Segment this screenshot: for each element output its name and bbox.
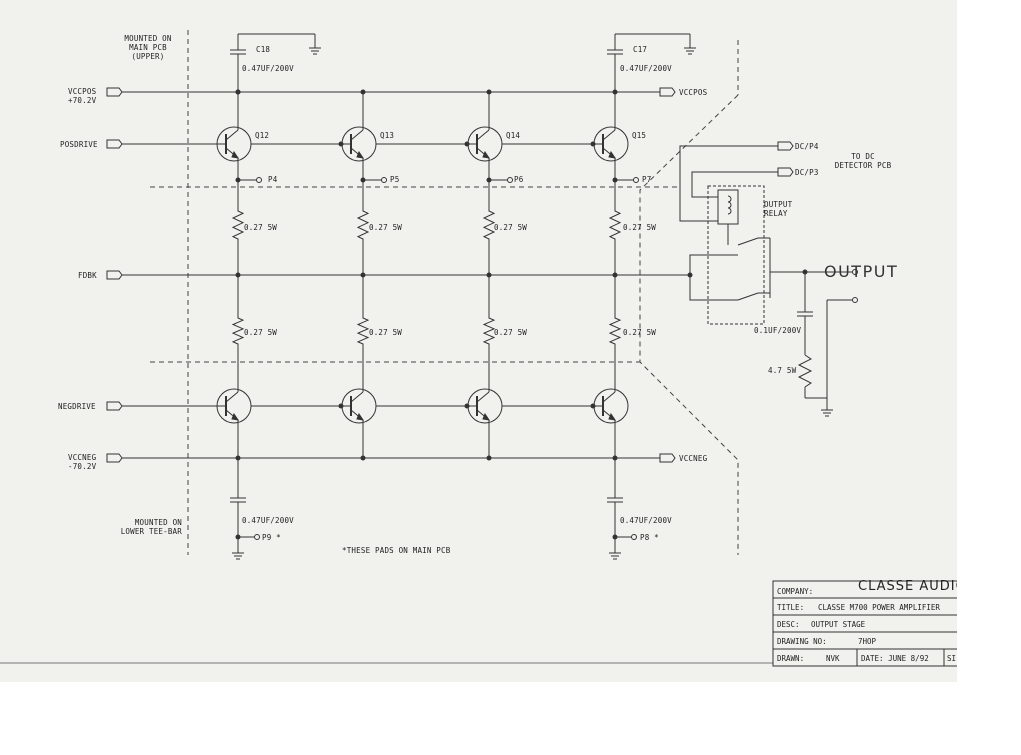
negdrive-label: NEGDRIVE	[58, 402, 96, 411]
dc-p4-label: DC/P4	[795, 142, 819, 151]
lower-resistor-3: 0.27 5W	[494, 328, 528, 337]
upper-resistor-1: 0.27 5W	[244, 223, 278, 232]
tb-drawing-label: DRAWING NO:	[777, 637, 827, 646]
lower-resistor-4: 0.27 5W	[623, 328, 657, 337]
port-vccpos-in	[106, 87, 238, 97]
port-negdrive	[106, 401, 216, 411]
port-vccneg-in	[106, 453, 238, 463]
lower-resistor-symbol-1	[231, 312, 245, 350]
c18-label: C18	[256, 45, 271, 54]
tb-title-label: TITLE:	[777, 603, 805, 612]
zobel-cap-value: 0.1UF/200V	[754, 326, 802, 335]
tb-company: CLASSE AUDIO	[858, 579, 957, 594]
tb-drawing: 7HOP	[858, 637, 877, 646]
upper-transistor-1	[216, 122, 252, 166]
lower-transistor-3	[467, 384, 503, 428]
output-relay	[689, 185, 805, 325]
fdbk-label: FDBK	[78, 271, 97, 280]
output-label: OUTPUT	[824, 262, 899, 281]
bottom-left-capacitor	[230, 458, 260, 560]
c17-capacitor	[607, 33, 696, 94]
tb-sheet: SI	[947, 654, 957, 663]
c17-label: C17	[633, 45, 648, 54]
dc-ports	[679, 141, 794, 222]
lower-transistor-2	[341, 384, 377, 428]
tb-title: CLASSE M700 POWER AMPLIFIER	[818, 603, 940, 612]
pad-p8: P8 *	[640, 533, 659, 542]
vccpos-in-label: VCCPOS+70.2V	[68, 87, 97, 105]
bottom-right-capacitor	[607, 458, 637, 560]
vccneg-out-label: VCCNEG	[679, 454, 708, 463]
title-block-frame	[772, 580, 957, 667]
c17-value: 0.47UF/200V	[620, 64, 672, 73]
upper-transistor-4	[593, 122, 629, 166]
pad-p4: P4	[268, 175, 278, 184]
posdrive-label: POSDRIVE	[60, 140, 98, 149]
pad-p5: P5	[390, 175, 400, 184]
zobel-res-value: 4.7 5W	[768, 366, 797, 375]
lower-transistor-1	[216, 384, 252, 428]
lower-resistor-symbol-2	[356, 312, 370, 350]
upper-resistor-4: 0.27 5W	[623, 223, 657, 232]
lower-resistor-1: 0.27 5W	[244, 328, 278, 337]
c18-value: 0.47UF/200V	[242, 64, 294, 73]
tb-desc-label: DESC:	[777, 620, 800, 629]
c18-capacitor	[230, 33, 321, 94]
upper-resistor-2: 0.27 5W	[369, 223, 403, 232]
upper-resistor-symbol-1	[231, 205, 245, 245]
q13-label: Q13	[380, 131, 395, 140]
q12-label: Q12	[255, 131, 270, 140]
pad-p9: P9 *	[262, 533, 281, 542]
lower-transistor-4	[593, 384, 629, 428]
upper-transistor-2	[341, 122, 377, 166]
cap-bottom-right-value: 0.47UF/200V	[620, 516, 672, 525]
tb-company-label: COMPANY:	[777, 587, 814, 596]
upper-resistor-symbol-3	[482, 205, 496, 245]
pad-p7: P7	[642, 175, 652, 184]
dc-p3-label: DC/P3	[795, 168, 819, 177]
upper-transistor-3	[467, 122, 503, 166]
lower-resistor-symbol-4	[608, 312, 622, 350]
upper-resistor-symbol-4	[608, 205, 622, 245]
pad-p6: P6	[514, 175, 524, 184]
tb-drawn: NVK	[826, 654, 840, 663]
tb-date: DATE: JUNE 8/92	[861, 654, 929, 663]
tb-desc: OUTPUT STAGE	[811, 620, 866, 629]
lower-resistor-2: 0.27 5W	[369, 328, 403, 337]
cap-bottom-left-value: 0.47UF/200V	[242, 516, 294, 525]
tb-drawn-label: DRAWN:	[777, 654, 805, 663]
upper-resistor-symbol-2	[356, 205, 370, 245]
zobel-network	[797, 269, 858, 417]
q15-label: Q15	[632, 131, 647, 140]
lower-resistor-symbol-3	[482, 312, 496, 350]
pads-note: *THESE PADS ON MAIN PCB	[342, 546, 451, 555]
output-devices	[216, 92, 639, 458]
vccpos-out-label: VCCPOS	[679, 88, 708, 97]
q14-label: Q14	[506, 131, 521, 140]
vccneg-in-label: VCCNEG-70.2V	[68, 453, 97, 471]
schematic-drawing	[0, 30, 957, 667]
port-posdrive	[106, 139, 216, 149]
board-boundaries	[150, 30, 739, 555]
port-fdbk	[106, 270, 690, 280]
upper-resistor-3: 0.27 5W	[494, 223, 528, 232]
